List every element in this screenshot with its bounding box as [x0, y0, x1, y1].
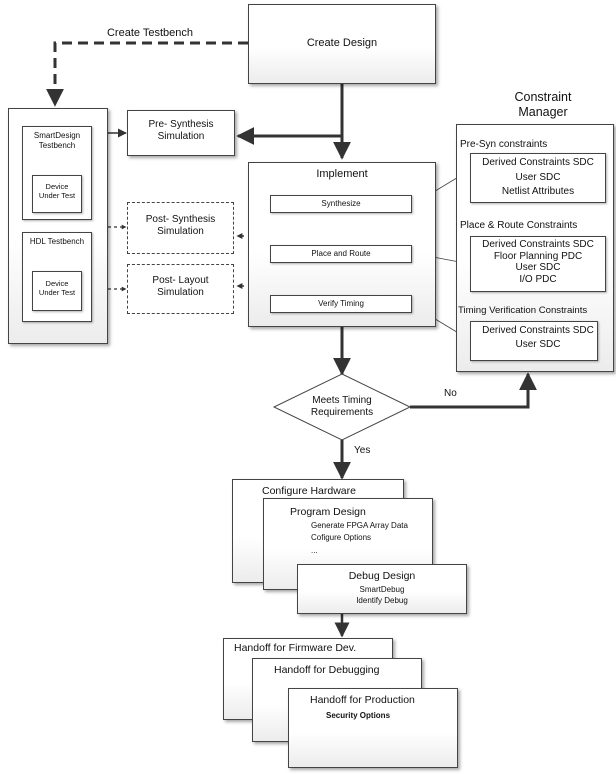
smartdesign-testbench-label: SmartDesign Testbench	[33, 131, 81, 150]
pre-synthesis-label: Pre- Synthesis Simulation	[148, 119, 214, 142]
presyn-constraints-label: Pre-Syn constraints	[460, 139, 548, 150]
program-design-items: Generate FPGA Array Data Cofigure Option…	[311, 521, 408, 555]
no-arrow	[410, 372, 537, 409]
post-synthesis-box	[127, 202, 234, 254]
create-design-box	[248, 4, 436, 84]
post-layout-box	[127, 264, 234, 314]
program-design-label: Program Design	[290, 506, 366, 518]
pnr-constraints-box	[470, 236, 606, 292]
create-testbench-arrow	[46, 41, 248, 107]
dut-label-2: Device Under Test	[38, 279, 76, 297]
timing-constraints-label: Timing Verification Constraints	[458, 305, 588, 316]
meets-timing-label: Meets Timing Requirements	[310, 395, 374, 418]
timing-constraints-box	[470, 321, 598, 361]
handoff-production-label: Handoff for Production	[310, 694, 415, 706]
post-layout-label: Post- Layout Simulation	[152, 275, 209, 298]
verify-timing-label: Verify Timing	[318, 299, 364, 308]
hdl-testbench-label: HDL Testbench	[29, 237, 85, 246]
synthesize-box	[270, 195, 412, 213]
pnr-constraints-items: Derived Constraints SDC Floor Planning P…	[482, 239, 594, 285]
place-and-route-box	[270, 245, 412, 263]
debug-design-items: SmartDebug Identify Debug	[356, 585, 408, 606]
synthesize-label: Synthesize	[321, 199, 361, 208]
meets-timing-decision	[272, 373, 412, 441]
constraint-manager-title: Constraint Manager	[514, 90, 572, 119]
dut-box-1	[32, 175, 82, 213]
create-design-label: Create Design	[306, 37, 378, 49]
place-and-route-label: Place and Route	[311, 249, 371, 258]
security-options-label: Security Options	[326, 711, 391, 720]
handoff-production-box	[288, 688, 458, 768]
handoff-debugging-label: Handoff for Debugging	[274, 664, 380, 676]
create-testbench-label: Create Testbench	[106, 27, 194, 39]
timing-constraints-items: Derived Constraints SDC User SDC	[482, 325, 594, 350]
dut-label-1: Device Under Test	[38, 182, 76, 200]
dut-box-2	[32, 271, 82, 311]
post-synthesis-label: Post- Synthesis Simulation	[145, 214, 216, 237]
debug-design-box	[297, 564, 467, 614]
yes-label: Yes	[354, 445, 371, 456]
handoff-firmware-label: Handoff for Firmware Dev.	[234, 642, 357, 654]
pre-synthesis-box	[127, 110, 235, 156]
implement-label: Implement	[316, 168, 368, 180]
presyn-constraints-items: Derived Constraints SDC User SDC Netlist…	[482, 157, 594, 197]
pnr-constraints-label: Place & Route Constraints	[460, 220, 578, 231]
no-label: No	[444, 388, 457, 399]
configure-hardware-label: Configure Hardware	[262, 485, 356, 497]
verify-timing-box	[270, 295, 412, 313]
debug-design-label: Debug Design	[348, 570, 416, 582]
presyn-constraints-box	[470, 153, 606, 203]
